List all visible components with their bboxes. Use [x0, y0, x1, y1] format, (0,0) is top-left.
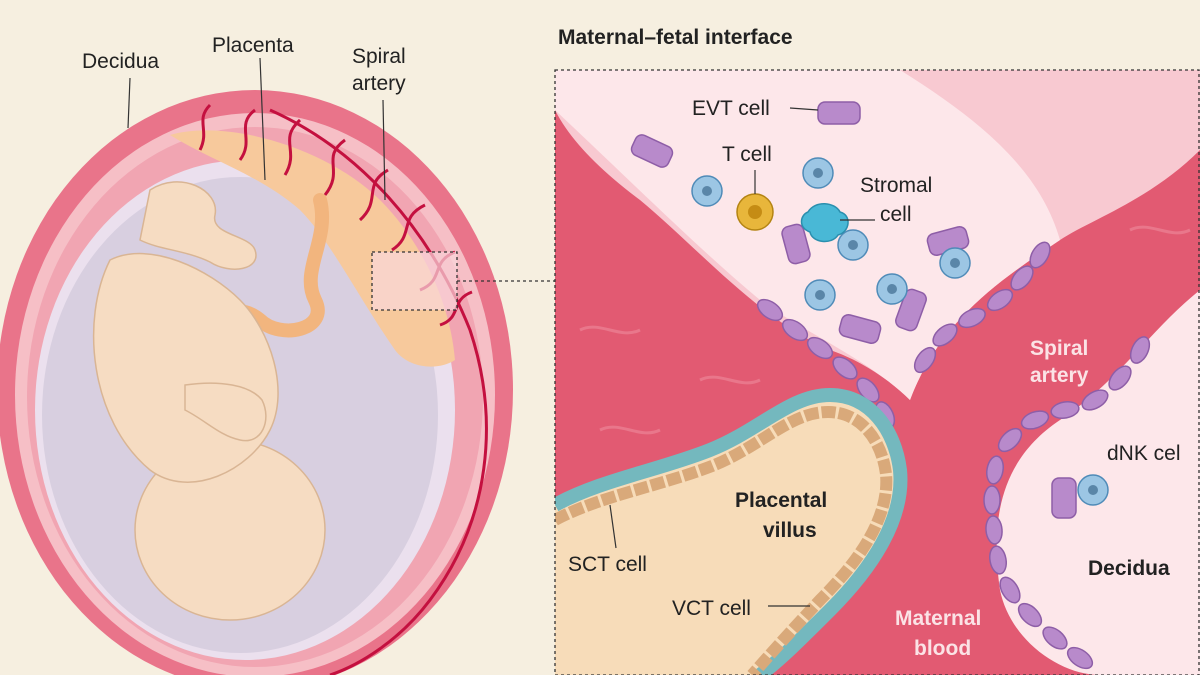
sct-layer — [555, 387, 908, 675]
left-leader-lines — [127, 57, 386, 201]
panel-title: Maternal–fetal interface — [558, 26, 793, 49]
interface-panel: EVT cell T cell Stromal cell Spiral arte… — [555, 70, 1200, 675]
label-dnk-cell: dNK cel — [1107, 442, 1181, 465]
label-stromal-2: cell — [880, 203, 912, 226]
uterine-artery — [269, 108, 488, 675]
placental-villus — [555, 395, 901, 675]
zoom-box — [371, 251, 458, 311]
label-decidua-left: Decidua — [82, 50, 159, 73]
label-t-cell: T cell — [722, 143, 772, 166]
label-spiral-artery-right-1: Spiral — [1030, 337, 1088, 360]
label-decidua-right: Decidua — [1088, 557, 1170, 580]
spiral-artery-lumen — [555, 70, 1060, 400]
label-maternal-blood-1: Maternal — [895, 607, 981, 630]
immune-cells — [691, 157, 1109, 506]
label-placental-villus-2: villus — [763, 519, 817, 542]
spiral-arteries — [198, 103, 473, 327]
stromal-cell — [800, 203, 849, 243]
label-vct-cell: VCT cell — [672, 597, 751, 620]
uterus-illustration: Decidua Placenta Spiral artery — [0, 34, 555, 675]
right-leader-lines — [609, 107, 875, 607]
label-maternal-blood-2: blood — [914, 637, 971, 660]
label-spiral-artery-right-2: artery — [1030, 364, 1089, 387]
label-evt-cell: EVT cell — [692, 97, 770, 120]
label-sct-cell: SCT cell — [568, 553, 647, 576]
vct-layer — [555, 405, 893, 675]
label-placenta: Placenta — [212, 34, 294, 57]
label-stromal-1: Stromal — [860, 174, 932, 197]
label-spiral-artery-left-1: Spiral — [352, 45, 406, 68]
label-placental-villus-1: Placental — [735, 489, 827, 512]
label-spiral-artery-left-2: artery — [352, 72, 406, 95]
fetus — [92, 181, 326, 621]
t-cell-nucleus — [748, 205, 762, 219]
